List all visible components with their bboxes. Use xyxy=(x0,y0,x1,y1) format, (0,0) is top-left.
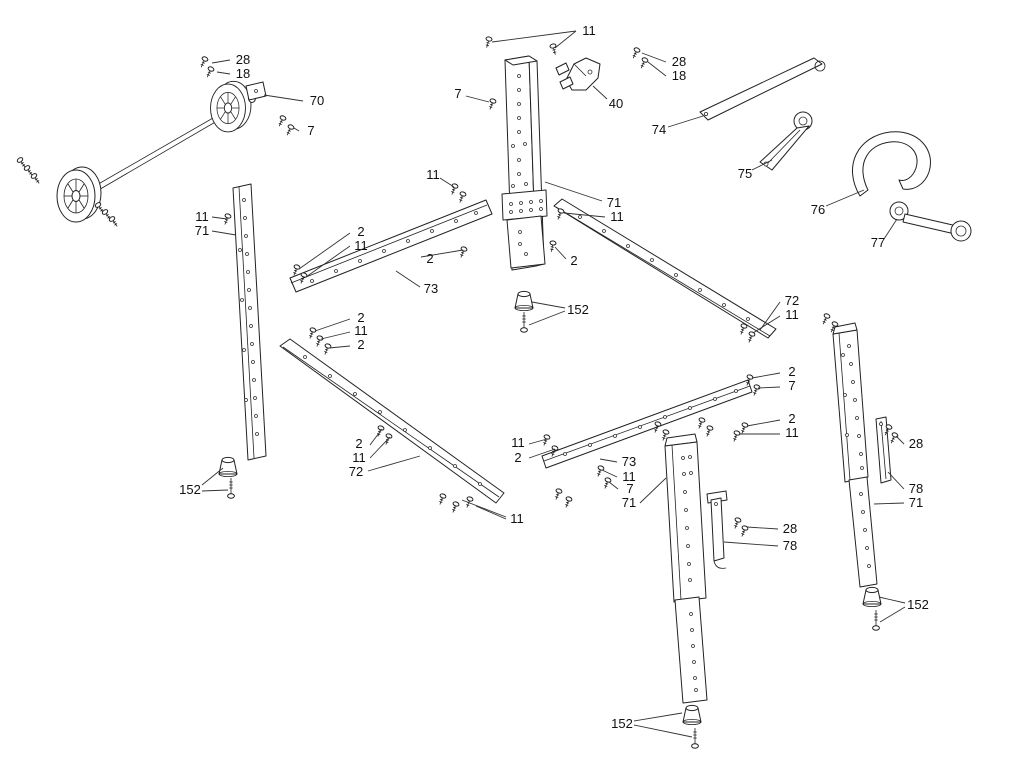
part-label: 11 xyxy=(510,511,524,526)
part-label: 11 xyxy=(610,209,624,224)
lever-handle-75 xyxy=(759,111,813,171)
center-rear-leg xyxy=(501,55,548,271)
upper-rail-right xyxy=(553,198,777,339)
part-label: 28 xyxy=(672,54,686,69)
part-label: 28 xyxy=(236,52,250,67)
foot-right xyxy=(862,586,882,631)
foot-center xyxy=(514,290,534,333)
part-label: 18 xyxy=(236,66,250,81)
part-label: 11 xyxy=(511,435,525,450)
part-labels: 28 18 70 7 11 7 40 28 18 74 75 76 77 11 … xyxy=(179,23,929,731)
latch-78-bottom xyxy=(706,490,728,569)
part-label: 71 xyxy=(909,495,923,510)
part-label: 11 xyxy=(785,307,799,322)
wrench-77 xyxy=(889,201,972,242)
lower-rail-right xyxy=(541,379,753,469)
lower-rail-left xyxy=(279,338,505,504)
curved-bracket-76 xyxy=(851,131,931,197)
part-label: 2 xyxy=(788,411,795,426)
part-label: 11 xyxy=(354,323,368,338)
part-label: 76 xyxy=(811,202,825,217)
part-label: 152 xyxy=(907,597,929,612)
upper-rail-left xyxy=(289,199,493,293)
part-label: 11 xyxy=(785,425,799,440)
part-label: 7 xyxy=(454,86,461,101)
part-label: 7 xyxy=(307,123,314,138)
handle-bar-74 xyxy=(699,57,826,121)
part-label: 11 xyxy=(354,238,368,253)
part-label: 72 xyxy=(349,464,363,479)
part-label: 152 xyxy=(611,716,633,731)
part-label: 28 xyxy=(783,521,797,536)
part-label: 71 xyxy=(622,495,636,510)
part-label: 11 xyxy=(426,167,440,182)
part-label: 7 xyxy=(626,481,633,496)
part-label: 74 xyxy=(652,122,666,137)
part-label: 2 xyxy=(426,251,433,266)
part-label: 73 xyxy=(424,281,438,296)
part-label: 72 xyxy=(785,293,799,308)
wheel-axle-assembly xyxy=(56,80,267,223)
part-label: 78 xyxy=(783,538,797,553)
part-label: 2 xyxy=(514,450,521,465)
part-label: 73 xyxy=(622,454,636,469)
part-label: 11 xyxy=(582,23,596,38)
front-leg xyxy=(664,433,708,704)
part-label: 70 xyxy=(310,93,324,108)
part-label: 75 xyxy=(738,166,752,181)
part-label: 2 xyxy=(357,337,364,352)
part-label: 152 xyxy=(567,302,589,317)
part-label: 11 xyxy=(195,209,209,224)
right-leg xyxy=(832,322,878,588)
clamp-bracket-40 xyxy=(555,57,601,91)
part-label: 11 xyxy=(622,469,636,484)
part-label: 2 xyxy=(357,224,364,239)
part-label: 71 xyxy=(195,223,209,238)
leader-lines xyxy=(201,30,906,738)
part-label: 28 xyxy=(909,436,923,451)
foot-bottom xyxy=(682,704,702,749)
part-label: 18 xyxy=(672,68,686,83)
part-label: 71 xyxy=(607,195,621,210)
part-label: 2 xyxy=(357,310,364,325)
part-label: 7 xyxy=(788,378,795,393)
part-label: 77 xyxy=(871,235,885,250)
part-label: 2 xyxy=(788,364,795,379)
left-leg xyxy=(232,183,267,461)
foot-left xyxy=(218,456,238,499)
part-label: 2 xyxy=(570,253,577,268)
part-label: 11 xyxy=(352,450,366,465)
part-label: 40 xyxy=(609,96,623,111)
part-label: 78 xyxy=(909,481,923,496)
part-label: 152 xyxy=(179,482,201,497)
part-label: 2 xyxy=(355,436,362,451)
